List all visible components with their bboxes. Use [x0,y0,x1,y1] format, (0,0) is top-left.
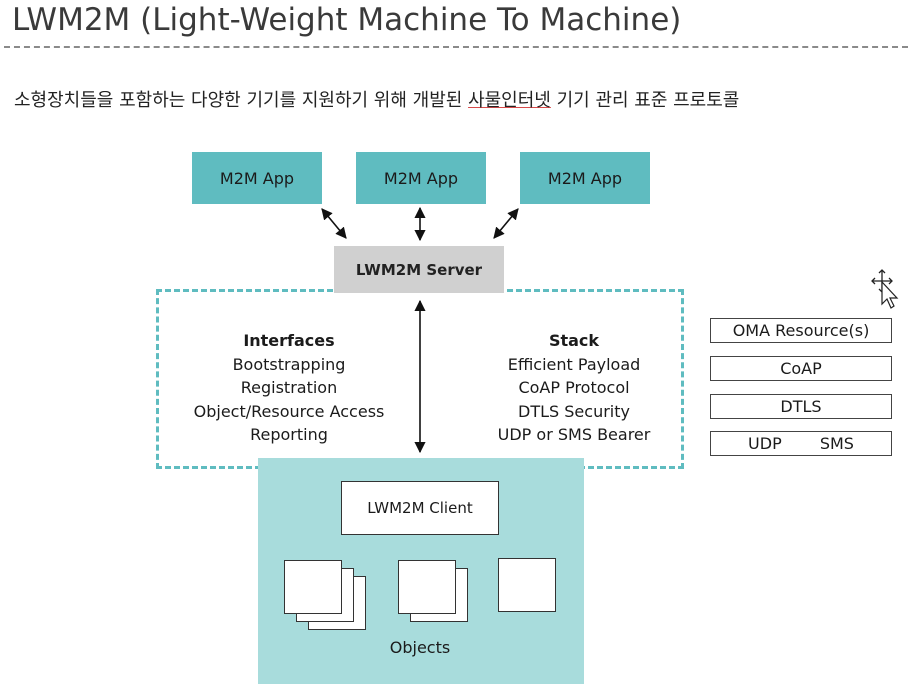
protocol-layer-oma: OMA Resource(s) [710,318,892,343]
stack-heading: Stack [548,331,600,350]
page-title: LWM2M (Light-Weight Machine To Machine) [12,2,682,38]
mouse-cursor-icon [871,269,899,309]
protocol-layer-sms: SMS [819,434,854,453]
subtitle: 소형장치들을 포함하는 다양한 기기를 지원하기 위해 개발된 사물인터넷 기기… [14,86,739,112]
title-divider [4,46,908,48]
interface-item: Bootstrapping [232,354,346,374]
object-icon-front [284,560,342,614]
arrow-app1-server [321,208,347,239]
m2m-app-box-2: M2M App [356,152,486,204]
interface-item: Reporting [250,425,328,444]
stack-item: Efficient Payload [507,354,641,374]
interfaces-heading: Interfaces [243,331,335,350]
objects-label: Objects [389,638,451,657]
protocol-layer-udp: UDP [748,434,782,453]
interface-item: Registration [240,378,338,397]
protocol-layer-coap: CoAP [710,356,892,381]
object-icon-front [398,560,456,614]
subtitle-text-before: 소형장치들을 포함하는 다양한 기기를 지원하기 위해 개발된 [14,90,469,111]
protocol-layer-dtls: DTLS [710,394,892,419]
subtitle-text-after: 기기 관리 표준 프로토콜 [550,90,740,111]
subtitle-text-underlined: 사물인터넷 [468,90,551,111]
interfaces-column: Interfaces Bootstrapping Registration Ob… [166,329,412,447]
lwm2m-client-box: LWM2M Client [341,481,499,535]
stack-item: DTLS Security [518,401,630,421]
arrow-app3-server [493,208,519,239]
protocol-layer-bearer: UDP SMS [710,431,892,456]
stack-item: UDP or SMS Bearer [497,425,651,444]
lwm2m-server-box: LWM2M Server [334,246,504,293]
interface-item: Object/Resource Access [193,401,385,421]
m2m-app-box-3: M2M App [520,152,650,204]
object-icon-single [498,558,556,612]
stack-column: Stack Efficient Payload CoAP Protocol DT… [474,329,674,447]
m2m-app-box-1: M2M App [192,152,322,204]
stack-item: CoAP Protocol [518,378,630,397]
